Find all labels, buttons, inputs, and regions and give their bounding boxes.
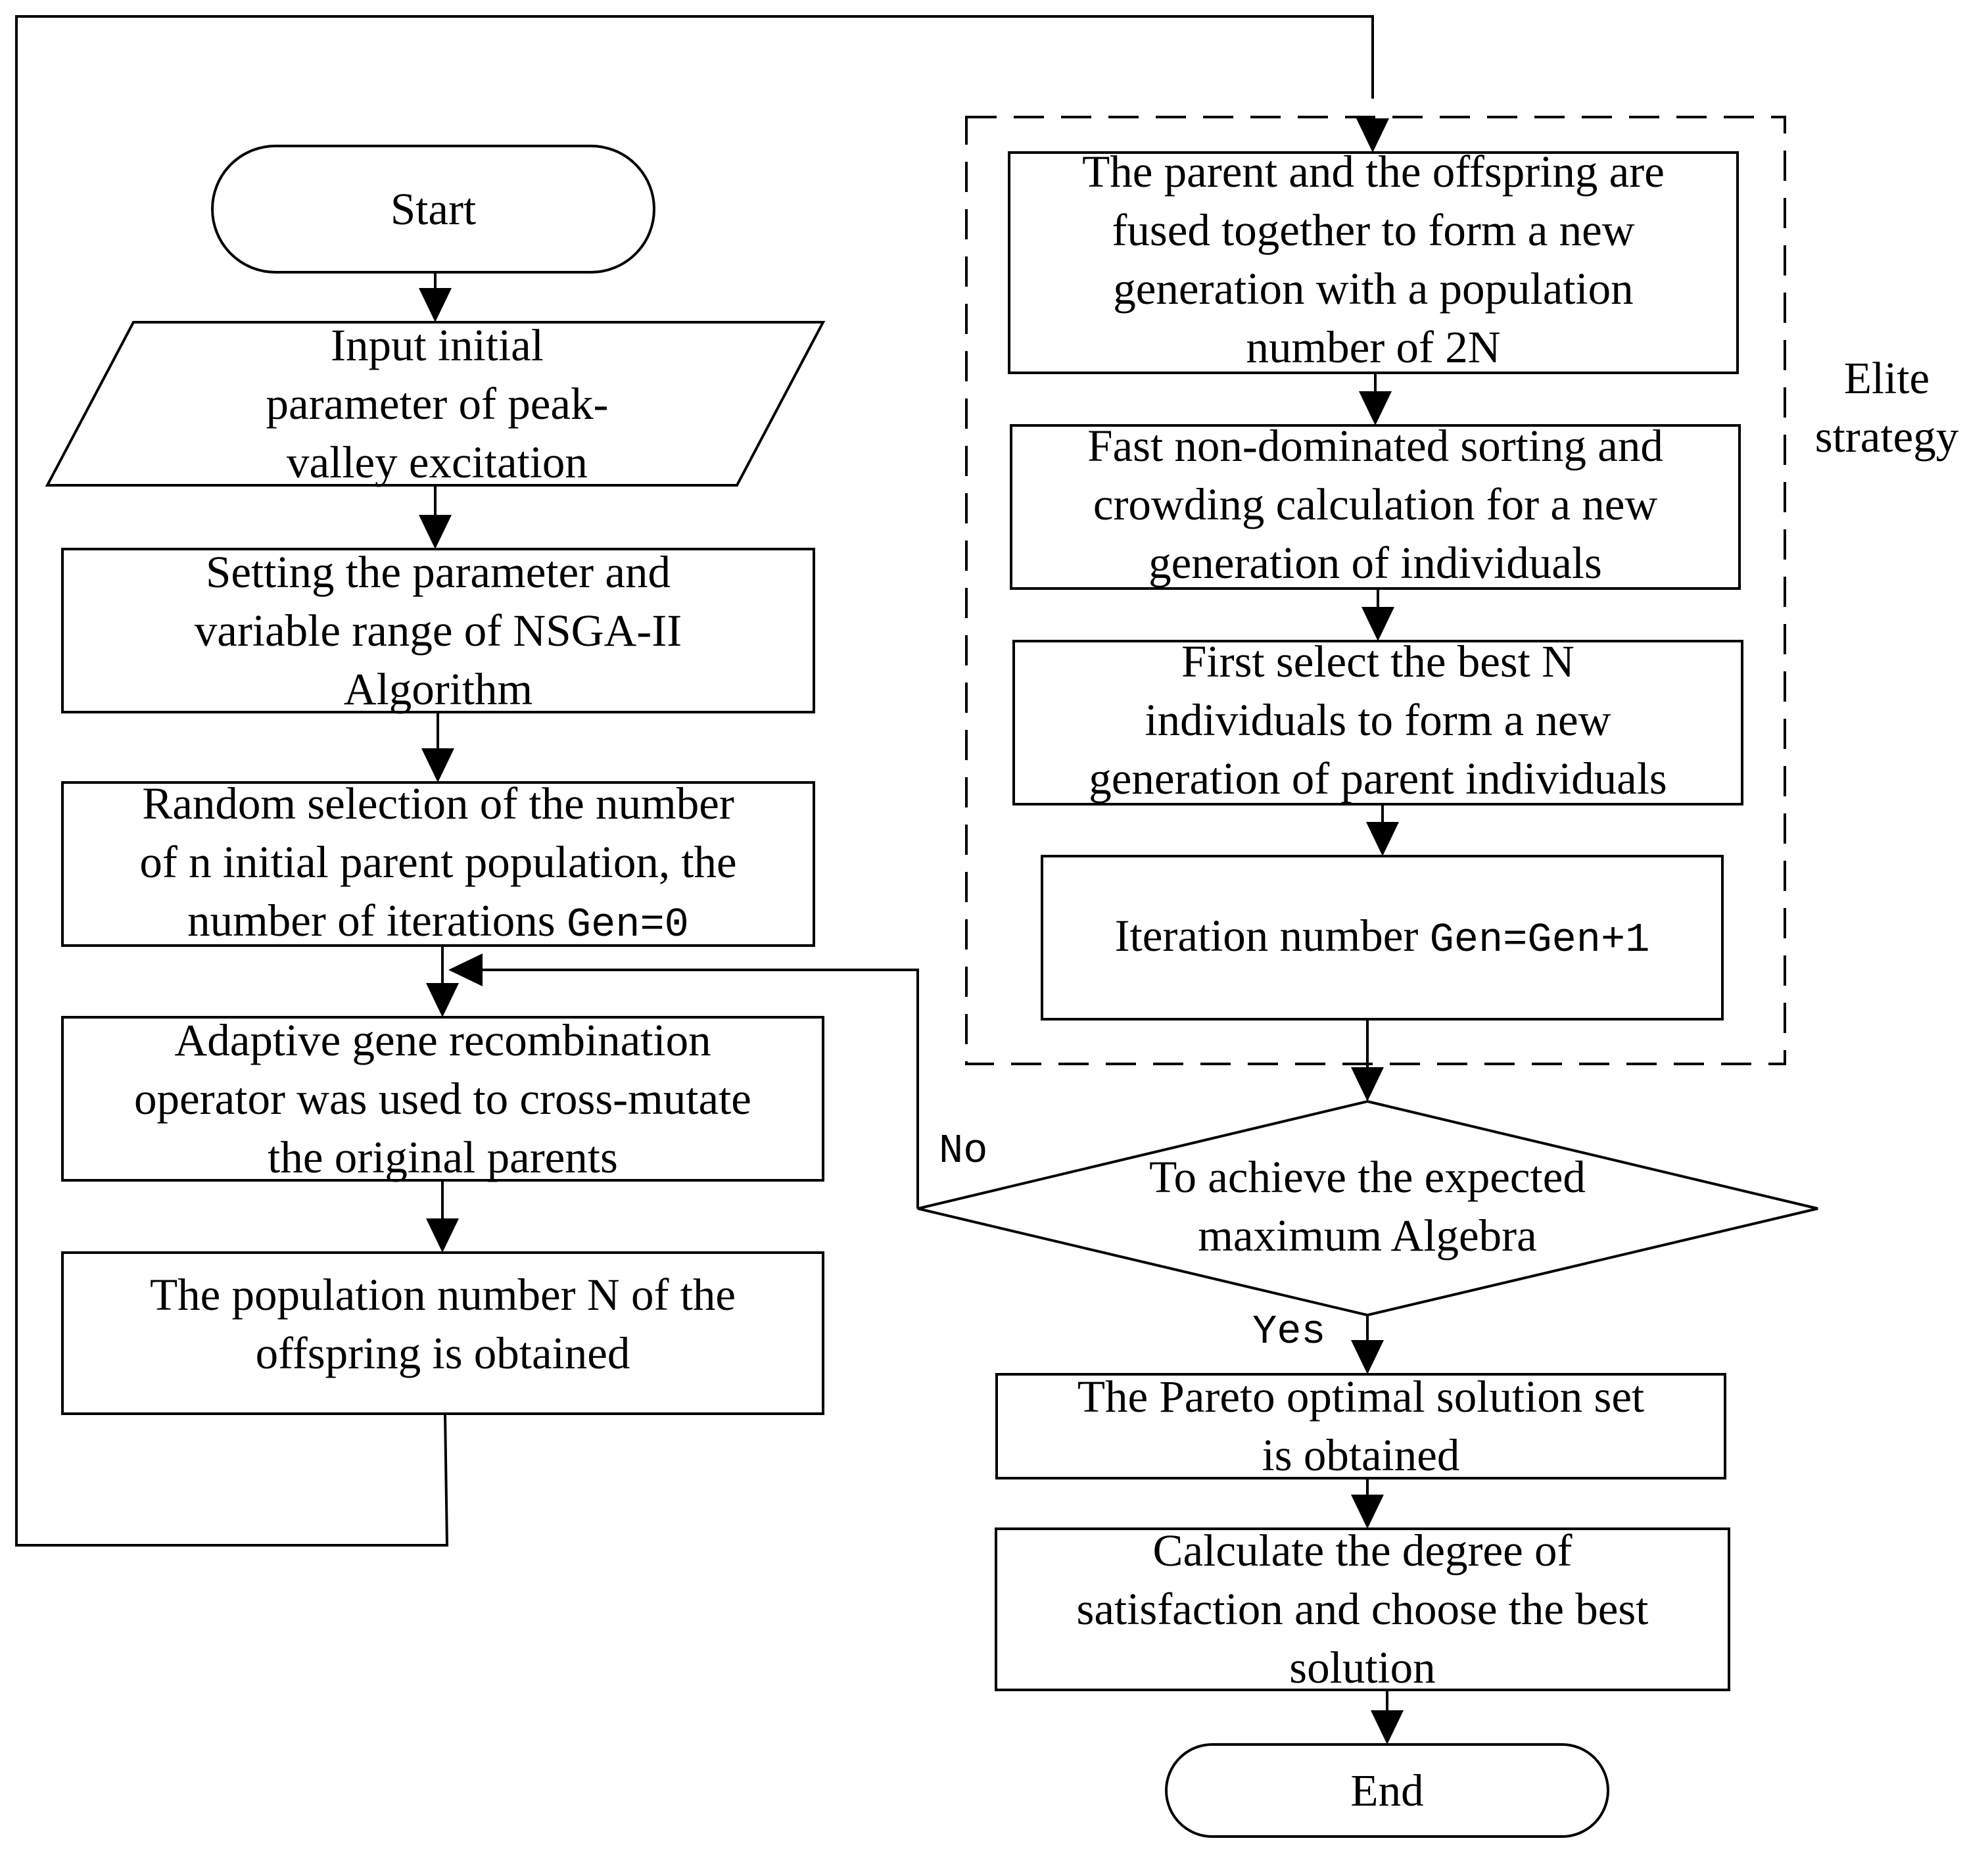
arrowhead-adaptive-offspring <box>426 1218 459 1253</box>
arrowhead-start-input <box>419 288 452 322</box>
arrowhead-fuse-sorting <box>1359 391 1392 425</box>
fuse-box <box>1008 151 1739 374</box>
arrowhead-no-branch <box>448 953 483 986</box>
calculate-label: Calculate the degree of satisfaction and… <box>1076 1526 1649 1693</box>
start-terminal <box>211 145 655 274</box>
input-parallelogram <box>45 321 826 487</box>
random-text: Random selection of the number of n init… <box>139 778 737 946</box>
pareto-label: The Pareto optimal solution set is obtai… <box>1077 1372 1645 1480</box>
sorting-label: Fast non-dominated sorting and crowding … <box>1087 421 1663 588</box>
elite-strategy-label: Elite strategy <box>1814 353 1959 462</box>
iteration-box <box>1041 855 1724 1021</box>
arrowhead-setting-random <box>421 748 454 782</box>
arrowhead-sorting-select <box>1361 607 1394 641</box>
arrowhead-random-adaptive <box>426 983 459 1017</box>
arrowhead-calculate-end <box>1371 1710 1404 1744</box>
no-edge-label: No <box>939 1128 988 1174</box>
adaptive-label: Adaptive gene recombination operator was… <box>134 1015 751 1182</box>
calculate-box <box>995 1527 1730 1691</box>
offspring-box <box>61 1251 824 1415</box>
iteration-label: Iteration number Gen=Gen+1 <box>1042 856 1722 1019</box>
random-gen-code: Gen=0 <box>566 901 689 948</box>
arrowhead-pareto-calculate <box>1351 1495 1384 1529</box>
iteration-gen-code: Gen=Gen+1 <box>1429 916 1650 963</box>
iteration-text: Iteration number <box>1114 910 1419 961</box>
end-label: End <box>1350 1765 1424 1815</box>
random-box <box>61 781 815 947</box>
input-label: Input initial parameter of peak- valley … <box>266 320 609 487</box>
loop-no-branch <box>480 969 919 1209</box>
setting-label: Setting the parameter and variable range… <box>194 546 682 714</box>
arrowhead-loop-fuse <box>1356 118 1389 153</box>
random-label: Random selection of the number of n init… <box>62 778 814 948</box>
pareto-box <box>995 1373 1726 1479</box>
arrowhead-decision-pareto <box>1351 1340 1384 1374</box>
arrowhead-input-setting <box>419 515 452 549</box>
loop-offspring-to-fuse <box>15 15 1374 1547</box>
start-label: Start <box>390 183 477 234</box>
select-label: First select the best N individuals to f… <box>1089 637 1667 804</box>
decision-label: To achieve the expected maximum Algebra <box>1149 1152 1586 1261</box>
offspring-label: The population number N of the offspring… <box>149 1270 736 1378</box>
arrowhead-select-iteration <box>1366 822 1399 856</box>
yes-edge-label: Yes <box>1252 1309 1326 1355</box>
arrowhead-iteration-decision <box>1351 1067 1384 1101</box>
elite-strategy-group <box>965 116 1786 1065</box>
fuse-label: The parent and the offspring are fused t… <box>1082 146 1665 372</box>
